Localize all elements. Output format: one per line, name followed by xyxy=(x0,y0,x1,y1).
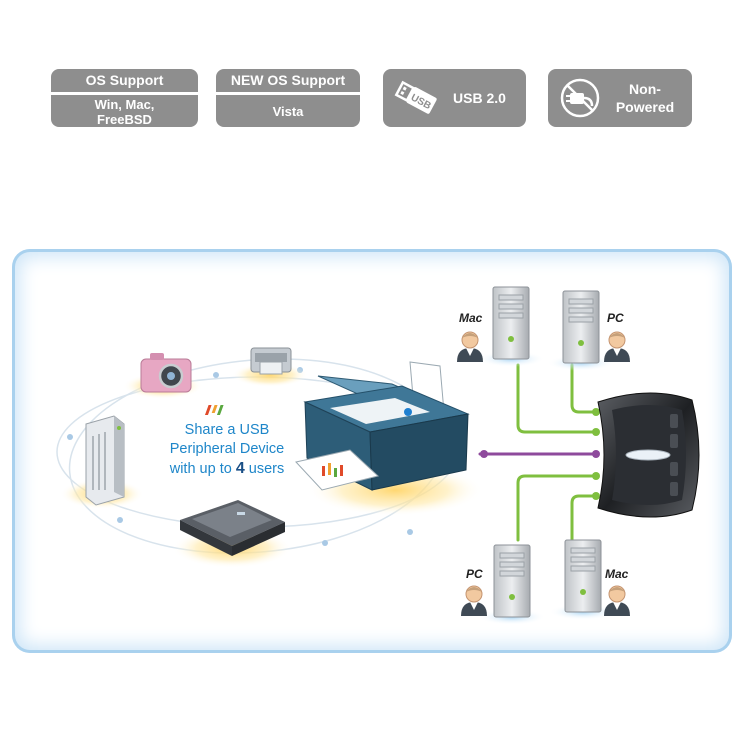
tower-computer-icon xyxy=(492,286,530,360)
computer-1 xyxy=(457,286,545,367)
computer-label-4: Mac xyxy=(605,567,629,581)
caption-line-1: Share a USB xyxy=(184,422,270,438)
computer-2 xyxy=(547,290,630,371)
os-support-badge: OS Support Win, Mac, FreeBSD xyxy=(51,69,198,127)
computer-label-3: PC xyxy=(466,567,483,581)
usb-label: USB 2.0 xyxy=(453,90,506,106)
badge-divider xyxy=(51,92,198,95)
user-avatar-icon xyxy=(457,331,483,362)
computer-label-1: Mac xyxy=(459,311,483,325)
computer-label-2: PC xyxy=(607,311,624,325)
tower-computer-icon xyxy=(564,539,602,613)
user-avatar-icon xyxy=(461,585,487,616)
usb-stick-icon: USB xyxy=(391,76,439,120)
tower-computer-icon xyxy=(493,544,531,618)
badge-divider xyxy=(216,92,360,95)
user-avatar-icon xyxy=(604,585,630,616)
no-power-plug-icon xyxy=(556,76,604,120)
new-os-support-value: Vista xyxy=(272,104,304,119)
power-label: Non-Powered xyxy=(604,69,686,127)
caption-line-2: Peripheral Device xyxy=(169,441,285,457)
camera-icon xyxy=(123,353,203,399)
diagram-caption: Share a USB Peripheral Device with up to… xyxy=(152,421,302,479)
caption-user-count: 4 xyxy=(235,460,245,477)
card-reader-icon xyxy=(232,347,308,387)
printer-icon xyxy=(204,361,483,516)
usb-badge: USB USB 2.0 xyxy=(383,69,526,127)
power-badge: Non-Powered xyxy=(548,69,692,127)
computer-4 xyxy=(549,539,630,620)
os-support-title: OS Support xyxy=(85,72,164,88)
caption-line-3-prefix: with up to xyxy=(169,461,232,477)
computer-group xyxy=(457,286,630,625)
connection-lines xyxy=(478,363,600,542)
scanner-icon xyxy=(172,500,292,568)
usb-sharing-hub xyxy=(597,392,700,518)
power-label-text: Non-Powered xyxy=(615,81,675,115)
computer-3 xyxy=(461,544,546,625)
user-avatar-icon xyxy=(604,331,630,362)
external-drive-icon xyxy=(60,415,144,509)
os-support-value-text: Win, Mac, FreeBSD xyxy=(94,96,155,127)
new-os-support-badge: NEW OS Support Vista xyxy=(216,69,360,127)
new-os-support-title: NEW OS Support xyxy=(230,72,346,88)
tower-computer-icon xyxy=(562,290,600,364)
os-support-value: Win, Mac, FreeBSD xyxy=(51,96,198,127)
caption-line-3-suffix: users xyxy=(248,461,285,477)
